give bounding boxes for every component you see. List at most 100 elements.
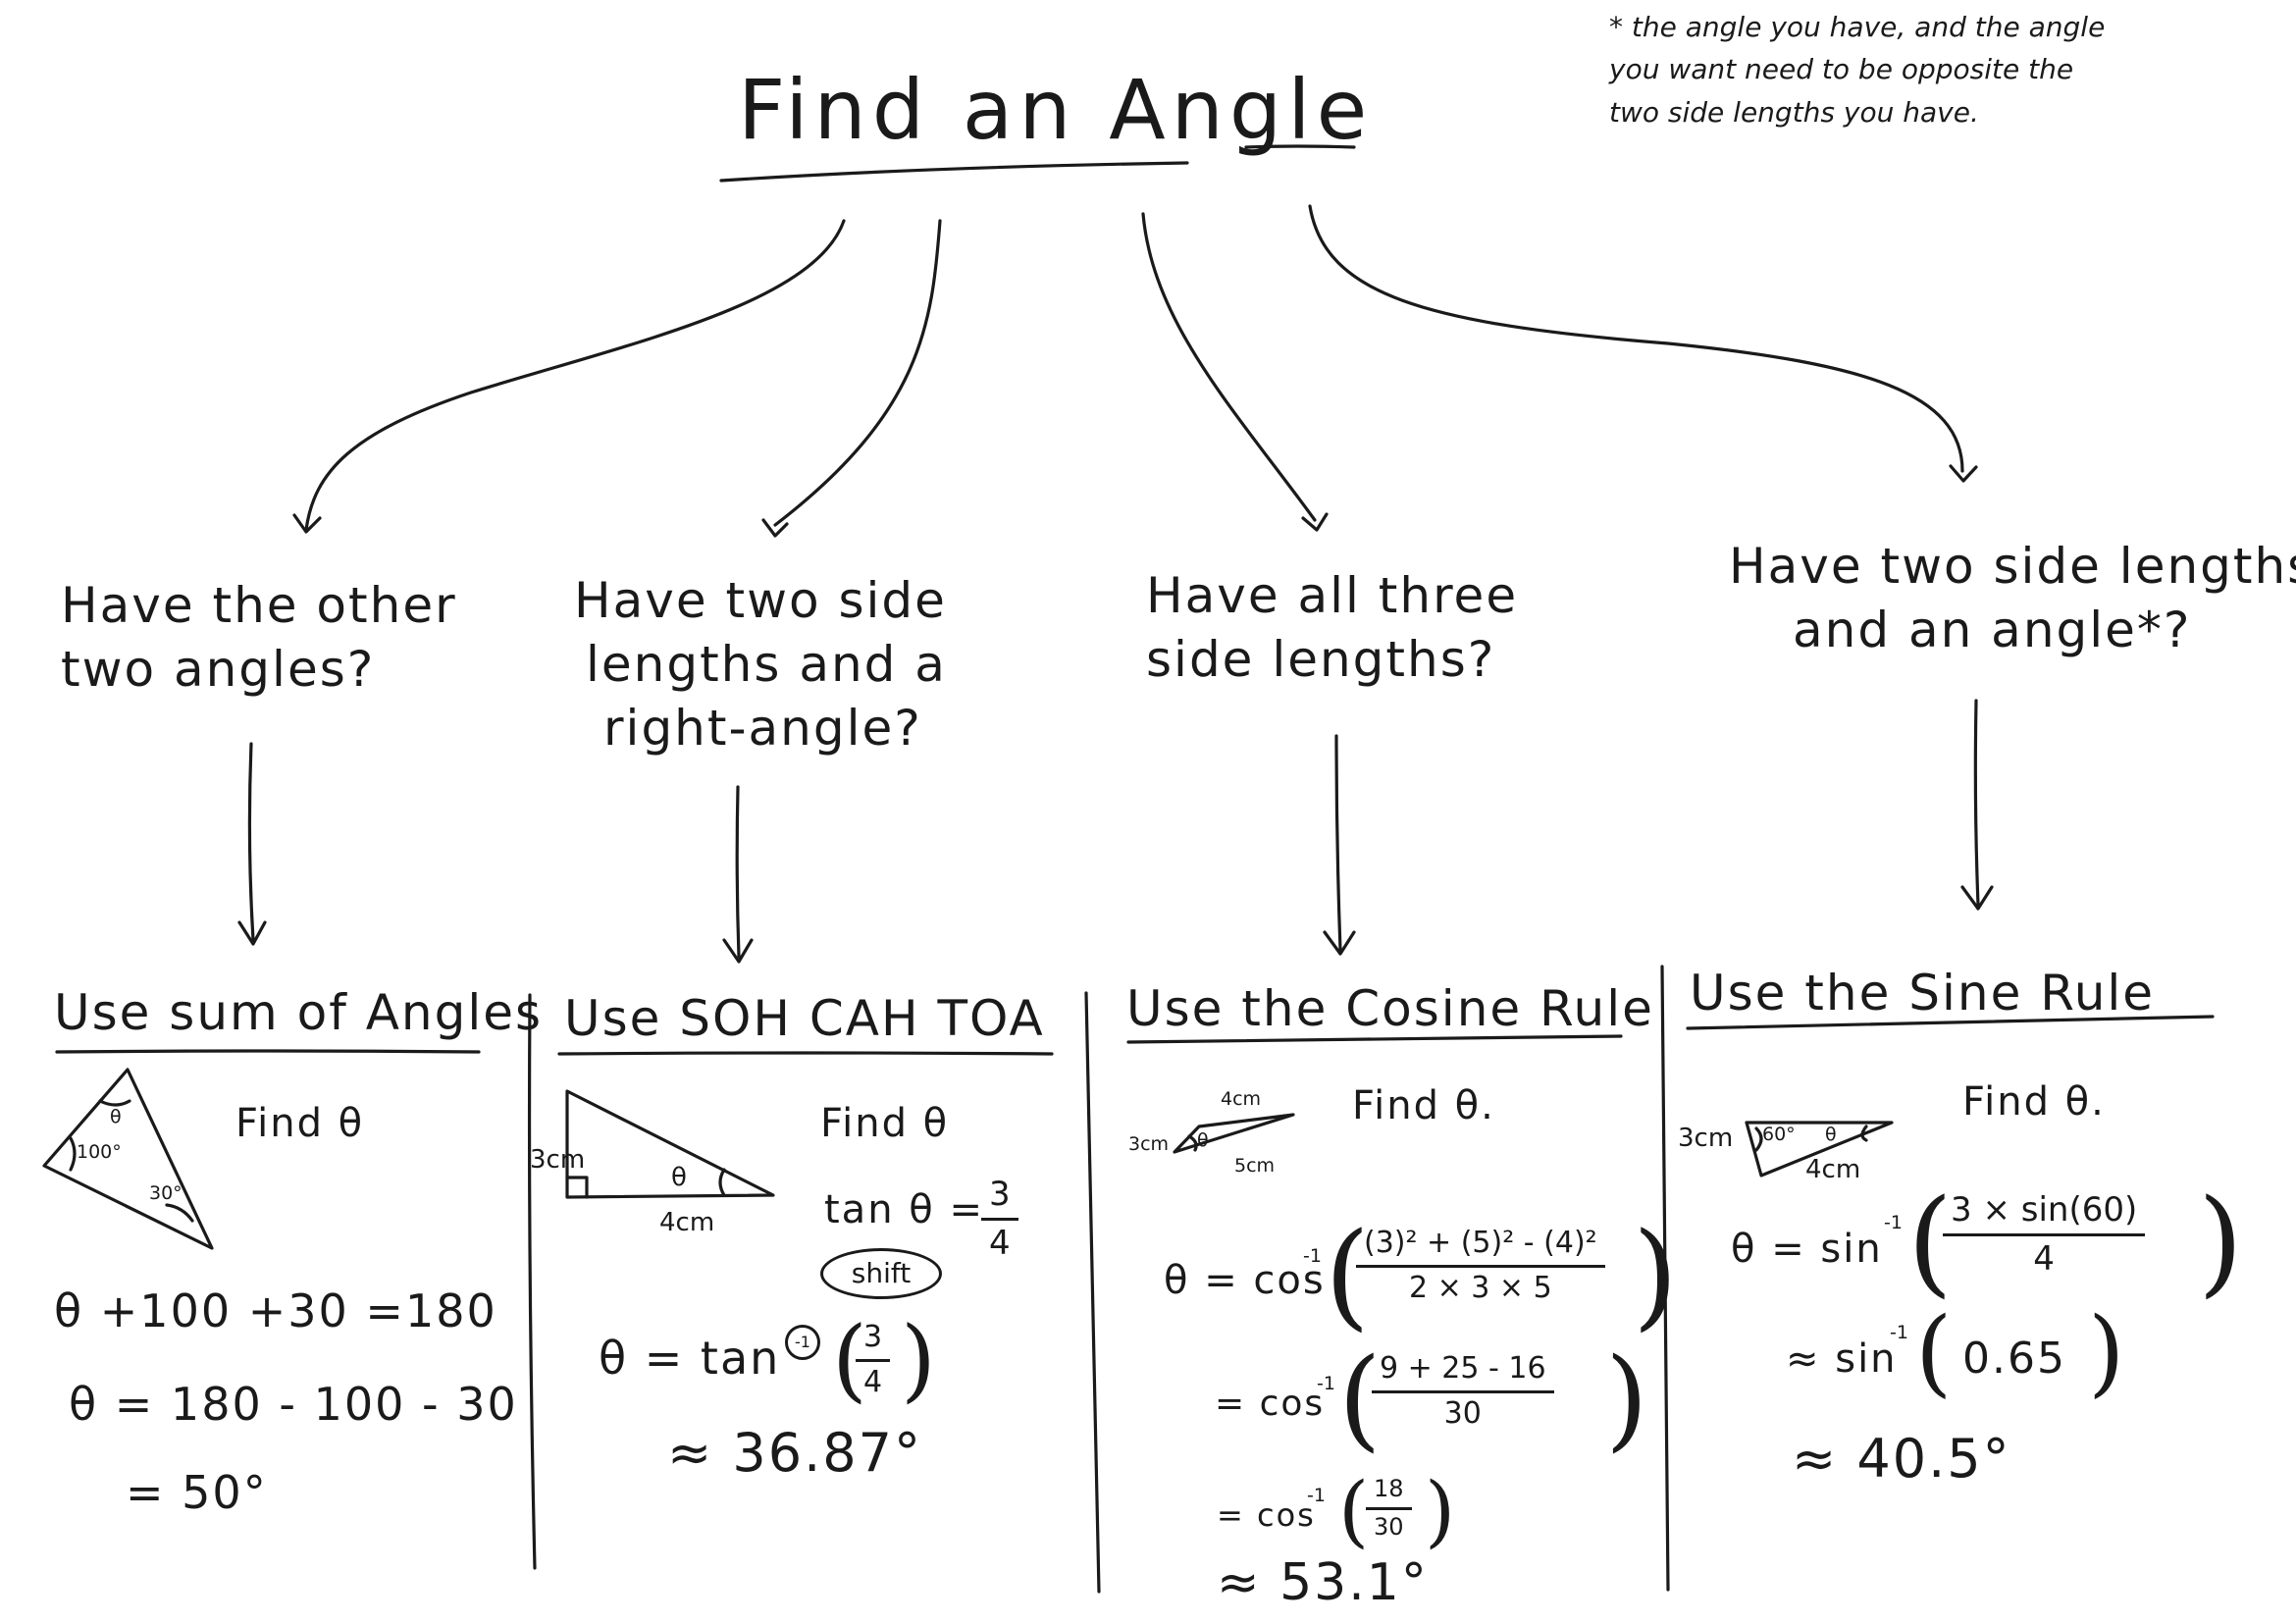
triangle-2-theta: θ (671, 1163, 687, 1192)
paren-close: ) (1605, 1335, 1648, 1463)
divider-3 (1660, 965, 1670, 1592)
sine-inverse-marker: -1 (1890, 1322, 1908, 1343)
method-heading-soh-cah-toa: Use SOH CAH TOA (564, 990, 1045, 1047)
question-line: and an angle*? (1793, 602, 2192, 658)
cosine-eq1-fraction: (3)² + (5)² - (4)² 2 × 3 × 5 (1356, 1226, 1605, 1305)
inverse-tan-numerator: 3 (856, 1320, 891, 1362)
sine-eq1-fraction: 3 × sin(60) 4 (1943, 1190, 2146, 1280)
triangle-1-arc-left (69, 1136, 77, 1172)
triangle-1-angle-30: 30° (149, 1182, 183, 1204)
cosine-eq2-numerator: 9 + 25 - 16 (1372, 1351, 1554, 1393)
sum-step-1: θ +100 +30 =180 (54, 1284, 497, 1337)
down-arrow-3 (1334, 734, 1342, 952)
paren-open: ( (1338, 1335, 1382, 1463)
cosine-eq3-numerator: 18 (1366, 1475, 1412, 1510)
triangle-4 (1745, 1121, 1894, 1178)
heading-underline-3 (1126, 1034, 1623, 1044)
branch-arrowhead-3 (1301, 512, 1329, 532)
sum-result: = 50° (126, 1466, 268, 1519)
inverse-tan-fraction: 3 4 (856, 1320, 891, 1399)
paren-open: ( (1915, 1297, 1953, 1407)
branch-curve-1 (304, 219, 846, 532)
footnote: * the angle you have, and the angle you … (1609, 6, 2105, 133)
triangle-2 (565, 1089, 775, 1199)
page-title: Find an Angle (738, 62, 1374, 158)
question-right-angle: Have two side lengths and a right-angle? (574, 569, 947, 760)
triangle-4-side-3cm: 3cm (1678, 1124, 1734, 1153)
down-arrow-2-head (722, 938, 754, 964)
sine-eq1-numerator: 3 × sin(60) (1943, 1190, 2146, 1237)
divider-2 (1084, 991, 1101, 1594)
branch-arrowhead-4 (1949, 464, 1978, 483)
question-two-sides-angle: Have two side lengths and an angle*? (1729, 535, 2296, 662)
triangle-1 (42, 1068, 214, 1250)
sine-eq2-lhs: ≈ sin (1786, 1336, 1898, 1382)
paren-open: ( (1338, 1465, 1370, 1556)
inverse-tan-denominator: 4 (863, 1364, 883, 1399)
question-line: lengths and a (586, 636, 947, 693)
heading-underline-1 (55, 1049, 481, 1054)
divider-1 (527, 993, 537, 1570)
find-theta-2: Find θ (820, 1101, 950, 1146)
question-three-sides: Have all three side lengths? (1146, 564, 1518, 692)
title-underline-short (1244, 144, 1356, 149)
heading-underline-2 (557, 1051, 1054, 1056)
find-theta-3: Find θ. (1352, 1083, 1495, 1128)
triangle-2-arc (718, 1168, 726, 1197)
cosine-eq2-denominator: 30 (1443, 1395, 1482, 1431)
cosine-eq1-numerator: (3)² + (5)² - (4)² (1356, 1226, 1605, 1268)
tan-fraction: 3 4 (981, 1175, 1018, 1263)
down-arrow-3-head (1323, 930, 1356, 956)
triangle-1-theta-label: θ (110, 1106, 122, 1127)
method-heading-sine-rule: Use the Sine Rule (1690, 965, 2156, 1021)
question-line: side lengths? (1146, 631, 1496, 688)
triangle-4-arc-left (1754, 1126, 1763, 1152)
triangle-1-angle-100: 100° (77, 1141, 122, 1163)
paren-open: ( (1325, 1207, 1371, 1342)
inverse-tan-lhs: θ = tan (599, 1332, 781, 1385)
heading-underline-4 (1686, 1015, 2215, 1030)
triangle-4-arc-right (1860, 1125, 1868, 1142)
triangle-3-arc (1187, 1134, 1198, 1152)
triangle-3 (1173, 1113, 1295, 1154)
triangle-1-arc-top (98, 1099, 131, 1107)
branch-curve-4 (1308, 204, 1964, 473)
question-line: Have two side lengths (1729, 538, 2296, 595)
cosine-inverse-marker: -1 (1303, 1245, 1322, 1267)
footnote-line: two side lengths you have. (1609, 95, 1979, 129)
tan-equation-lhs: tan θ = (824, 1187, 984, 1232)
sine-rule-result: ≈ 40.5° (1792, 1428, 2011, 1490)
triangle-4-angle-60: 60° (1762, 1124, 1796, 1145)
triangle-3-side-5cm: 5cm (1234, 1155, 1276, 1177)
soh-cah-toa-result: ≈ 36.87° (667, 1422, 923, 1484)
cosine-eq2-fraction: 9 + 25 - 16 30 (1372, 1351, 1554, 1431)
footnote-line: you want need to be opposite the (1609, 53, 2074, 86)
cosine-eq3-denominator: 30 (1374, 1512, 1404, 1541)
cosine-eq3-fraction: 18 30 (1366, 1475, 1412, 1541)
paren-close: ) (901, 1307, 936, 1412)
question-line: Have all three (1146, 567, 1519, 624)
inverse-marker: -1 (785, 1325, 820, 1360)
sum-step-2: θ = 180 - 100 - 30 (69, 1378, 518, 1431)
question-two-angles: Have the other two angles? (61, 574, 457, 702)
down-arrow-4-head (1960, 885, 1994, 911)
cosine-eq1-lhs: θ = cos (1164, 1258, 1326, 1303)
triangle-3-side-4cm: 4cm (1221, 1088, 1262, 1110)
method-heading-sum-of-angles: Use sum of Angles (54, 984, 544, 1041)
tan-fraction-numerator: 3 (981, 1175, 1018, 1222)
question-line: Have the other (61, 577, 457, 634)
paren-open: ( (1907, 1174, 1954, 1309)
paren-close: ) (2198, 1174, 2244, 1309)
find-theta-1: Find θ (235, 1101, 365, 1146)
triangle-3-side-3cm: 3cm (1128, 1133, 1170, 1155)
down-arrow-1 (247, 742, 255, 942)
triangle-2-right-angle (565, 1176, 589, 1199)
sine-eq1-denominator: 4 (2033, 1239, 2055, 1280)
triangle-2-side-4cm: 4cm (659, 1208, 715, 1237)
title-underline (719, 161, 1189, 183)
triangle-3-theta: θ (1197, 1129, 1209, 1151)
cosine-rule-result: ≈ 53.1° (1217, 1553, 1429, 1612)
triangle-2-side-3cm: 3cm (530, 1145, 586, 1175)
question-line: two angles? (61, 641, 376, 698)
